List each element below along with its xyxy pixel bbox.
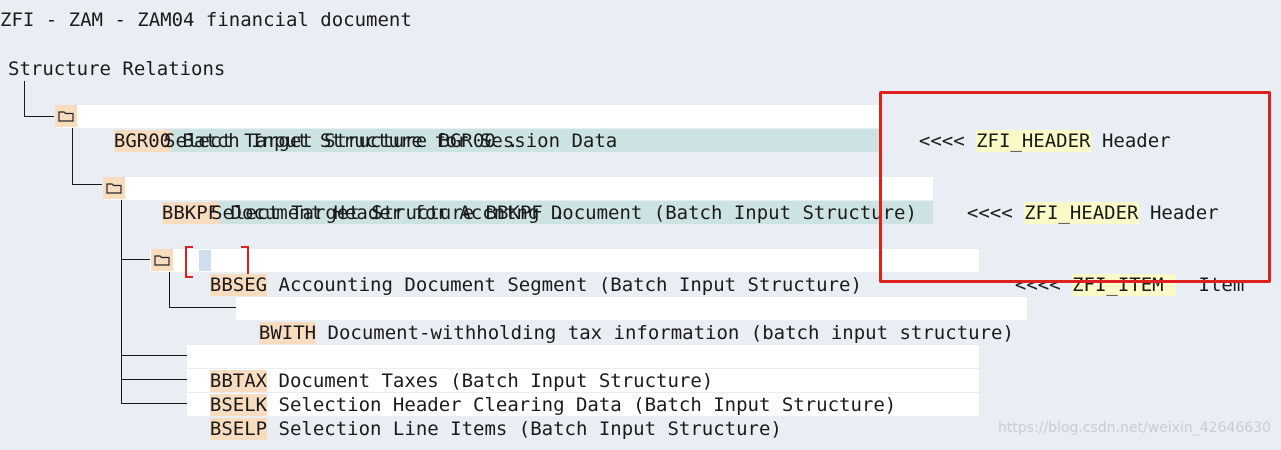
tree-node-bbtax[interactable]: BBTAX Document Taxes (Batch Input Struct… — [187, 345, 713, 393]
tree-line — [121, 403, 187, 404]
structure-description: Document Taxes (Batch Input Structure) — [278, 370, 714, 392]
mapping-bbseg[interactable]: <<<< ZFI_ITEM Item — [992, 249, 1244, 297]
target-structure[interactable]: ZFI_HEADER — [976, 130, 1091, 152]
mapping-bgr00[interactable]: <<<< ZFI_HEADER Header — [896, 105, 1171, 153]
tree-line — [121, 355, 187, 356]
tree-line — [169, 272, 170, 308]
structure-name[interactable]: BSELK — [209, 394, 268, 416]
tree-line — [72, 184, 102, 185]
tree-node-bbkpf[interactable]: BBKPF Document Header for Accntng Docume… — [139, 177, 917, 225]
row-background — [103, 177, 933, 200]
row-background — [187, 345, 979, 368]
structure-name[interactable]: BWITH — [258, 322, 317, 344]
folder-icon[interactable] — [55, 105, 77, 127]
structure-description: Batch Input Structure for Session Data — [182, 130, 618, 152]
structure-name[interactable]: BGR00 — [113, 130, 172, 152]
structure-description: Accounting Document Segment (Batch Input… — [278, 274, 862, 296]
row-background — [150, 249, 979, 272]
row-background — [187, 369, 979, 392]
mapping-arrows: <<<< — [918, 130, 965, 152]
tree-line — [169, 307, 236, 308]
tree-line — [121, 379, 187, 380]
target-description: Header — [1101, 130, 1171, 152]
tree-node-bselp[interactable]: BSELP Selection Line Items (Batch Input … — [187, 393, 782, 441]
structure-name[interactable]: BBKPF — [161, 202, 220, 224]
tree-node-bselk[interactable]: BSELK Selection Header Clearing Data (Ba… — [187, 369, 896, 417]
structure-name[interactable]: BSELP — [209, 418, 268, 440]
structure-name[interactable]: BBTAX — [209, 370, 268, 392]
target-description: Header — [1149, 202, 1219, 224]
tree-line — [72, 128, 73, 185]
structure-description: Selection Header Clearing Data (Batch In… — [278, 394, 897, 416]
tree-line — [121, 259, 151, 260]
tree-node-bgr00[interactable]: BGR00 Batch Input Structure for Session … — [91, 105, 617, 153]
highlight-box — [879, 91, 1271, 283]
structure-description: Document Header for Accntng Document (Ba… — [230, 202, 917, 224]
tree-line — [24, 116, 54, 117]
watermark: https://blog.csdn.net/weixin_42646630 — [997, 420, 1271, 436]
folder-icon[interactable] — [103, 177, 125, 199]
page-title: ZFI - ZAM - ZAM04 financial document — [0, 9, 412, 31]
structure-name[interactable]: BBSEG — [209, 274, 268, 296]
target-description: Item — [1198, 274, 1245, 296]
tree-node-bbseg[interactable]: BBSEG Accounting Document Segment (Batch… — [187, 249, 862, 297]
target-structure[interactable]: ZFI_HEADER — [1024, 202, 1139, 224]
text-cursor — [199, 250, 211, 271]
cursor-bracket-left — [185, 246, 193, 278]
folder-icon[interactable] — [151, 249, 173, 271]
row-background — [236, 297, 1027, 320]
selection-background — [211, 201, 933, 224]
row-background — [55, 105, 880, 128]
tree-node-bwith[interactable]: BWITH Document-withholding tax informati… — [236, 297, 1014, 345]
target-structure[interactable]: ZFI_ITEM — [1072, 274, 1176, 296]
select-target-text[interactable]: Select Target Structure BBKPF . — [211, 202, 566, 224]
structure-description: Document-withholding tax information (ba… — [327, 322, 1014, 344]
row-background — [187, 393, 979, 416]
tree-root-label[interactable]: Structure Relations — [8, 58, 226, 80]
mapping-arrows: <<<< — [966, 202, 1013, 224]
tree-line — [24, 81, 25, 117]
mapping-bbkpf[interactable]: <<<< ZFI_HEADER Header — [944, 177, 1219, 225]
mapping-arrows: <<<< — [1014, 274, 1061, 296]
select-target-text[interactable]: Select Target Structure BGR00 . — [164, 130, 519, 152]
selection-background — [164, 129, 880, 152]
tree-line — [121, 200, 122, 403]
structure-description: Selection Line Items (Batch Input Struct… — [278, 418, 782, 440]
